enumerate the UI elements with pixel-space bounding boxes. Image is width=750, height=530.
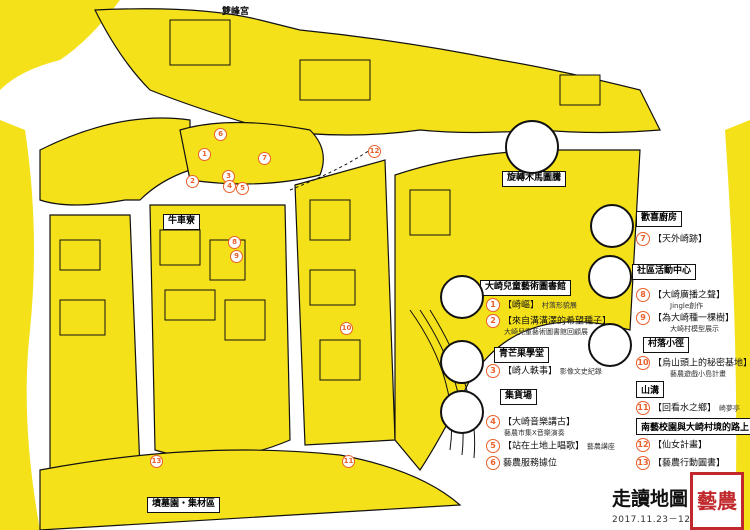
section-mountain: 山溝 [636, 381, 665, 398]
legend-8[interactable]: 8【大崎廣播之聲】 Jingle創作 [636, 288, 725, 312]
marker-4[interactable]: 4 [223, 180, 236, 193]
legend-11-sub: 崎夢亭 [718, 404, 740, 413]
legend-4-sub: 藝農市集X音樂演奏 [504, 429, 565, 437]
legend-13-num: 13 [636, 456, 650, 470]
legend-9-num: 9 [636, 311, 650, 325]
legend-10-sub: 藝農遊戲小島計畫 [670, 370, 726, 378]
legend-1[interactable]: 1【崎嶇】 村落形貌展 [486, 298, 577, 312]
event-dates: 2017.11.23－12.24 [612, 515, 707, 525]
legend-2-sub: 大崎兒童藝術圖書館回顧展 [504, 328, 588, 336]
cattle-pen-label: 牛車寮 [163, 214, 201, 230]
youth-hall-label: 青芒果學堂 [494, 347, 550, 363]
legend-9-text: 【為大崎種一棵樹】 [653, 313, 735, 324]
legend-3-text: 【崎人軼事】 [503, 366, 558, 377]
legend-8-sub: Jingle創作 [670, 302, 704, 310]
cemetery-label: 墳墓園・集材區 [147, 497, 221, 513]
legend-3-num: 3 [486, 364, 500, 378]
gathering-vignette [440, 390, 484, 434]
marker-2[interactable]: 2 [186, 175, 199, 188]
legend-11[interactable]: 11【回看水之鄉】 崎夢亭 [636, 401, 740, 415]
legend-11-text: 【回看水之鄉】 [653, 403, 717, 414]
legend-10[interactable]: 10【烏山頭上的秘密基地】 藝農遊戲小島計畫 [636, 356, 750, 380]
legend-13[interactable]: 13【藝農行動圖書】 [636, 456, 725, 470]
legend-7-num: 7 [636, 232, 650, 246]
legend-1-text: 【崎嶇】 [503, 300, 540, 311]
legend-4-text: 【大崎音樂講古】 [503, 417, 576, 428]
village-hut-label: 村落小徑 [643, 337, 690, 353]
section-route: 南藝校園與大崎村境的路上 [636, 418, 750, 435]
legend-12-text: 【仙女計畫】 [653, 440, 708, 451]
legend-8-num: 8 [636, 288, 650, 302]
marker-9[interactable]: 9 [230, 250, 243, 263]
carousel-vignette [505, 120, 559, 174]
library-vignette [440, 275, 484, 319]
marker-13[interactable]: 13 [150, 455, 163, 468]
legend-6-text: 藝農服務據位 [503, 458, 558, 469]
youth-hall-vignette [440, 340, 484, 384]
legend-9-sub: 大崎村模型展示 [670, 325, 719, 333]
community-label: 社區活動中心 [632, 264, 697, 280]
legend-2-text: 【來自溝溝澤的希望種子】 [503, 316, 612, 327]
legend-10-text: 【烏山頭上的秘密基地】 [653, 358, 750, 369]
map-title: 走讀地圖 [612, 488, 689, 510]
legend-3[interactable]: 3【崎人軼事】 影像文史紀錄 [486, 364, 602, 378]
legend-12[interactable]: 12【仙女計畫】 [636, 438, 707, 452]
legend-5-text: 【站在土地上唱歌】 [503, 441, 585, 452]
marker-10[interactable]: 10 [340, 322, 353, 335]
marker-7[interactable]: 7 [258, 152, 271, 165]
legend-1-sub: 村落形貌展 [541, 301, 577, 310]
legend-3-sub: 影像文史紀錄 [559, 367, 602, 376]
gathering-label: 集貨場 [500, 389, 538, 405]
library-label: 大崎兒童藝術圖書館 [480, 280, 572, 296]
marker-8[interactable]: 8 [228, 236, 241, 249]
marker-11[interactable]: 11 [342, 455, 355, 468]
legend-9[interactable]: 9【為大崎種一棵樹】 大崎村模型展示 [636, 311, 734, 335]
kitchen-label: 歡喜廚房 [636, 211, 683, 227]
community-vignette [588, 255, 632, 299]
legend-4-num: 4 [486, 415, 500, 429]
legend-4[interactable]: 4【大崎音樂講古】 藝農市集X音樂演奏 [486, 415, 575, 439]
kitchen-vignette [590, 204, 634, 248]
legend-1-num: 1 [486, 298, 500, 312]
legend-12-num: 12 [636, 438, 650, 452]
legend-2-num: 2 [486, 314, 500, 328]
legend-5-num: 5 [486, 439, 500, 453]
legend-7[interactable]: 7【天外崎跡】 [636, 232, 707, 246]
marker-1[interactable]: 1 [198, 148, 211, 161]
legend-6-num: 6 [486, 456, 500, 470]
organizer-logo: 藝農 [690, 472, 744, 530]
legend-10-num: 10 [636, 356, 650, 370]
legend-7-text: 【天外崎跡】 [653, 234, 708, 245]
legend-11-num: 11 [636, 401, 650, 415]
marker-6[interactable]: 6 [214, 128, 227, 141]
temple-label: 雙峰宮 [222, 7, 250, 17]
hut-vignette [588, 323, 632, 367]
legend-13-text: 【藝農行動圖書】 [653, 458, 726, 469]
legend-5[interactable]: 5【站在土地上唱歌】 藝農講座 [486, 439, 615, 453]
legend-5-sub: 藝農講座 [586, 442, 615, 451]
marker-5[interactable]: 5 [236, 182, 249, 195]
legend-2[interactable]: 2【來自溝溝澤的希望種子】 大崎兒童藝術圖書館回顧展 [486, 314, 611, 338]
marker-12[interactable]: 12 [368, 145, 381, 158]
legend-8-text: 【大崎廣播之聲】 [653, 290, 726, 301]
